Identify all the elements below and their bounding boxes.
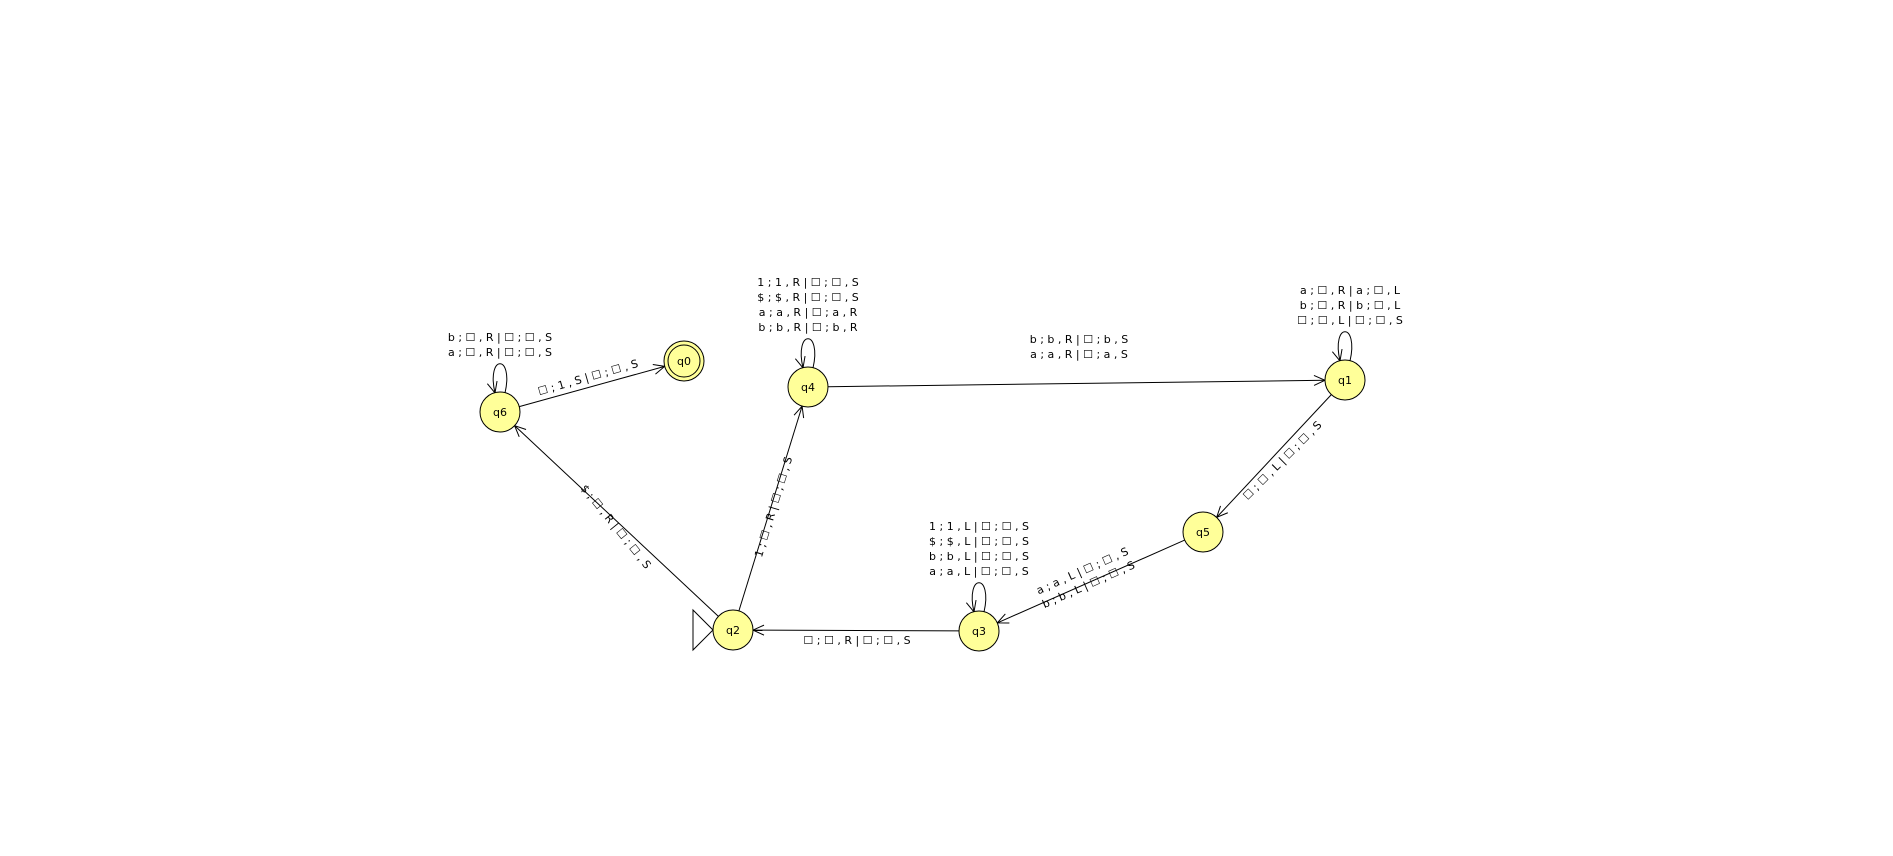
transition-label: ☐ ; ☐ , L | ☐ ; ☐ , S (1297, 314, 1403, 327)
state-label: q5 (1196, 526, 1210, 539)
transition-label: b ; b , L | ☐ ; ☐ , S (929, 550, 1029, 563)
final-state-ring (667, 344, 701, 378)
state-q3: q3 (958, 610, 1000, 652)
state-label: q3 (972, 625, 986, 638)
edge-q4-q1 (827, 379, 1326, 388)
state-circle (958, 610, 1000, 652)
state-circle (712, 609, 754, 651)
self-loop-q6 (492, 363, 508, 394)
state-q4: q4 (787, 366, 829, 408)
edge-q5-q3 (997, 539, 1185, 624)
label-group-q3-q2: ☐ ; ☐ , R | ☐ ; ☐ , S (803, 634, 910, 647)
state-q1: q1 (1324, 359, 1366, 401)
transition-label: 1 ; 1 , L | ☐ ; ☐ , S (929, 520, 1029, 533)
transition-label: a ; a , L | ☐ ; ☐ , S (929, 565, 1028, 578)
edge-q2-q4 (738, 405, 803, 612)
label-group-q5-q3: a ; a , L | ☐ ; ☐ , Sb ; b , L | ☐ ; ☐ ,… (1034, 545, 1136, 611)
state-label: q6 (493, 406, 507, 419)
state-q5: q5 (1182, 511, 1224, 553)
transition-label: b ; ☐ , R | ☐ ; ☐ , S (448, 331, 552, 344)
initial-state-marker (692, 608, 714, 652)
transition-label: $ ; ☐ , R | ☐ ; ☐ , S (578, 482, 654, 571)
transition-label: a ; ☐ , R | a ; ☐ , L (1300, 284, 1401, 297)
label-group-q2-q6: $ ; ☐ , R | ☐ ; ☐ , S (578, 482, 654, 571)
arrowhead-q4-q4 (794, 356, 806, 370)
transition-label: 1 ; 1 , R | ☐ ; ☐ , S (757, 276, 858, 289)
states-layer: q0 q1 q2 q3 q4 q5 q6 (479, 340, 1366, 652)
state-label: q0 (677, 355, 691, 368)
arrowhead-q6-q6 (486, 381, 498, 395)
transition-label: ☐ ; ☐ , R | ☐ ; ☐ , S (803, 634, 910, 647)
edge-q3-q2 (752, 629, 960, 632)
edge-q2-q6 (514, 425, 719, 617)
transition-label: 1 ; ☐ , R | ☐ ; ☐ , S (752, 455, 795, 559)
self-loop-q1 (1337, 331, 1353, 362)
edge-labels-layer: b ; ☐ , R | ☐ ; ☐ , S a ; ☐ , R | ☐ ; ☐ ,… (448, 276, 1403, 647)
transition-label: b ; b , R | ☐ ; b , S (1030, 333, 1129, 346)
state-label: q4 (801, 381, 815, 394)
transition-label: a ; a , R | ☐ ; a , S (1030, 348, 1128, 361)
transition-label: a ; a , R | ☐ ; a , R (759, 306, 858, 319)
label-group-q1-q5: ☐ ; ☐ , L | ☐ ; ☐ , S (1241, 419, 1325, 503)
state-circle (787, 366, 829, 408)
state-q0: q0 (663, 340, 705, 382)
state-q2: q2 (692, 608, 754, 652)
arrowhead-q1-q1 (1331, 349, 1343, 363)
transition-label: b ; b , R | ☐ ; b , R (758, 321, 858, 334)
state-circle (663, 340, 705, 382)
transition-label: $ ; $ , L | ☐ ; ☐ , S (929, 535, 1029, 548)
edge-q1-q5 (1216, 394, 1332, 518)
transition-label: $ ; $ , R | ☐ ; ☐ , S (757, 291, 858, 304)
self-loop-q3 (971, 582, 987, 613)
transition-label: b ; ☐ , R | b ; ☐ , L (1300, 299, 1401, 312)
state-circle (479, 391, 521, 433)
transition-label: a ; ☐ , R | ☐ ; ☐ , S (448, 346, 552, 359)
self-loop-q4 (800, 338, 816, 369)
arrowhead-q3-q3 (965, 600, 977, 614)
state-circle (1324, 359, 1366, 401)
state-circle (1182, 511, 1224, 553)
state-q6: q6 (479, 391, 521, 433)
edges-layer (486, 331, 1353, 636)
label-group-q2-q4: 1 ; ☐ , R | ☐ ; ☐ , S (752, 455, 795, 559)
state-label: q1 (1338, 374, 1352, 387)
label-group-q4-q1: b ; b , R | ☐ ; b , S a ; a , R | ☐ ; a ,… (1030, 333, 1129, 361)
transition-label: ☐ ; ☐ , L | ☐ ; ☐ , S (1241, 419, 1325, 503)
state-label: q2 (726, 624, 740, 637)
edge-q6-q0 (519, 365, 665, 408)
